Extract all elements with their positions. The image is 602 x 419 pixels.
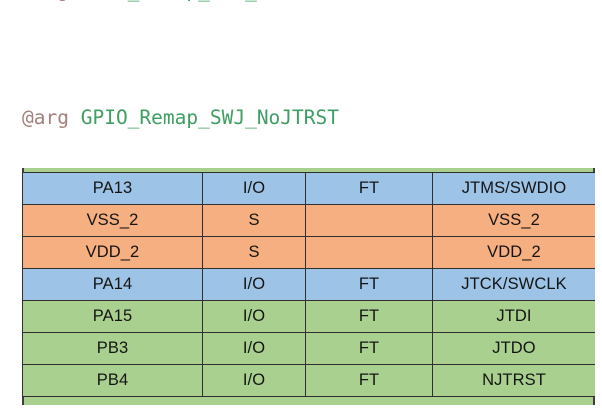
- clipped-code-identifier: [69, 0, 81, 2]
- cell-pin-function: VSS_2: [432, 204, 595, 237]
- cell-io-level: FT: [305, 300, 433, 333]
- cell-pin-function: NJTRST: [432, 364, 595, 397]
- cell-pin-function: JTDI: [432, 300, 595, 333]
- cell-pin-type: I/O: [202, 172, 306, 205]
- cell-pin-name: PB4: [22, 364, 203, 397]
- code-identifier: GPIO_Remap_SWJ_NoJTRST: [80, 106, 339, 129]
- pin-table: PA13 I/O FT JTMS/SWDIO VSS_2 S VSS_2 VDD…: [22, 172, 595, 397]
- cell-io-level: FT: [305, 172, 433, 205]
- doc-tag: @arg: [22, 0, 69, 2]
- cell-pin-name: PB3: [22, 332, 203, 365]
- cell-pin-name: VDD_2: [22, 236, 203, 269]
- cell-pin-type: I/O: [202, 364, 306, 397]
- cell-io-level: [305, 204, 433, 237]
- cell-pin-function: JTDO: [432, 332, 595, 365]
- table-row: PB4 I/O FT NJTRST: [22, 364, 595, 397]
- code-lines: @arg GPIO_Remap_SWJ_NoJTRST @arg GPIO_Re…: [22, 13, 386, 160]
- clipped-table-row-below: [22, 397, 595, 405]
- code-identifier: GPIO_Remap_SWJ_NoJTRST: [81, 0, 339, 2]
- cell-pin-name: PA15: [22, 300, 203, 333]
- cell-io-level: FT: [305, 268, 433, 301]
- pin-table-container: PA13 I/O FT JTMS/SWDIO VSS_2 S VSS_2 VDD…: [22, 168, 595, 419]
- cell-pin-type: I/O: [202, 332, 306, 365]
- table-row: PA15 I/O FT JTDI: [22, 300, 595, 333]
- code-space: [69, 106, 81, 129]
- cell-pin-function: JTMS/SWDIO: [432, 172, 595, 205]
- cell-io-level: FT: [305, 332, 433, 365]
- cell-pin-name: PA13: [22, 172, 203, 205]
- cell-pin-type: I/O: [202, 268, 306, 301]
- code-comment-block: @arg GPIO_Remap_SWJ_NoJTRST @arg GPIO_Re…: [0, 0, 602, 160]
- code-line: @arg GPIO_Remap_SWJ_NoJTRST: [22, 103, 386, 133]
- cell-pin-type: S: [202, 236, 306, 269]
- clipped-code-line: @arg GPIO_Remap_SWJ_NoJTRST: [22, 0, 339, 6]
- table-row: PA13 I/O FT JTMS/SWDIO: [22, 172, 595, 205]
- cell-io-level: [305, 236, 433, 269]
- clipped-table-row-above: [22, 168, 595, 172]
- table-row: PB3 I/O FT JTDO: [22, 332, 595, 365]
- table-row: PA14 I/O FT JTCK/SWCLK: [22, 268, 595, 301]
- cell-pin-type: S: [202, 204, 306, 237]
- doc-tag: @arg: [22, 106, 69, 129]
- cell-pin-name: VSS_2: [22, 204, 203, 237]
- cell-pin-name: PA14: [22, 268, 203, 301]
- table-row: VDD_2 S VDD_2: [22, 236, 595, 269]
- cell-io-level: FT: [305, 364, 433, 397]
- table-row: VSS_2 S VSS_2: [22, 204, 595, 237]
- pin-table-body: PA13 I/O FT JTMS/SWDIO VSS_2 S VSS_2 VDD…: [22, 172, 595, 397]
- cell-pin-type: I/O: [202, 300, 306, 333]
- cell-pin-function: JTCK/SWCLK: [432, 268, 595, 301]
- cell-pin-function: VDD_2: [432, 236, 595, 269]
